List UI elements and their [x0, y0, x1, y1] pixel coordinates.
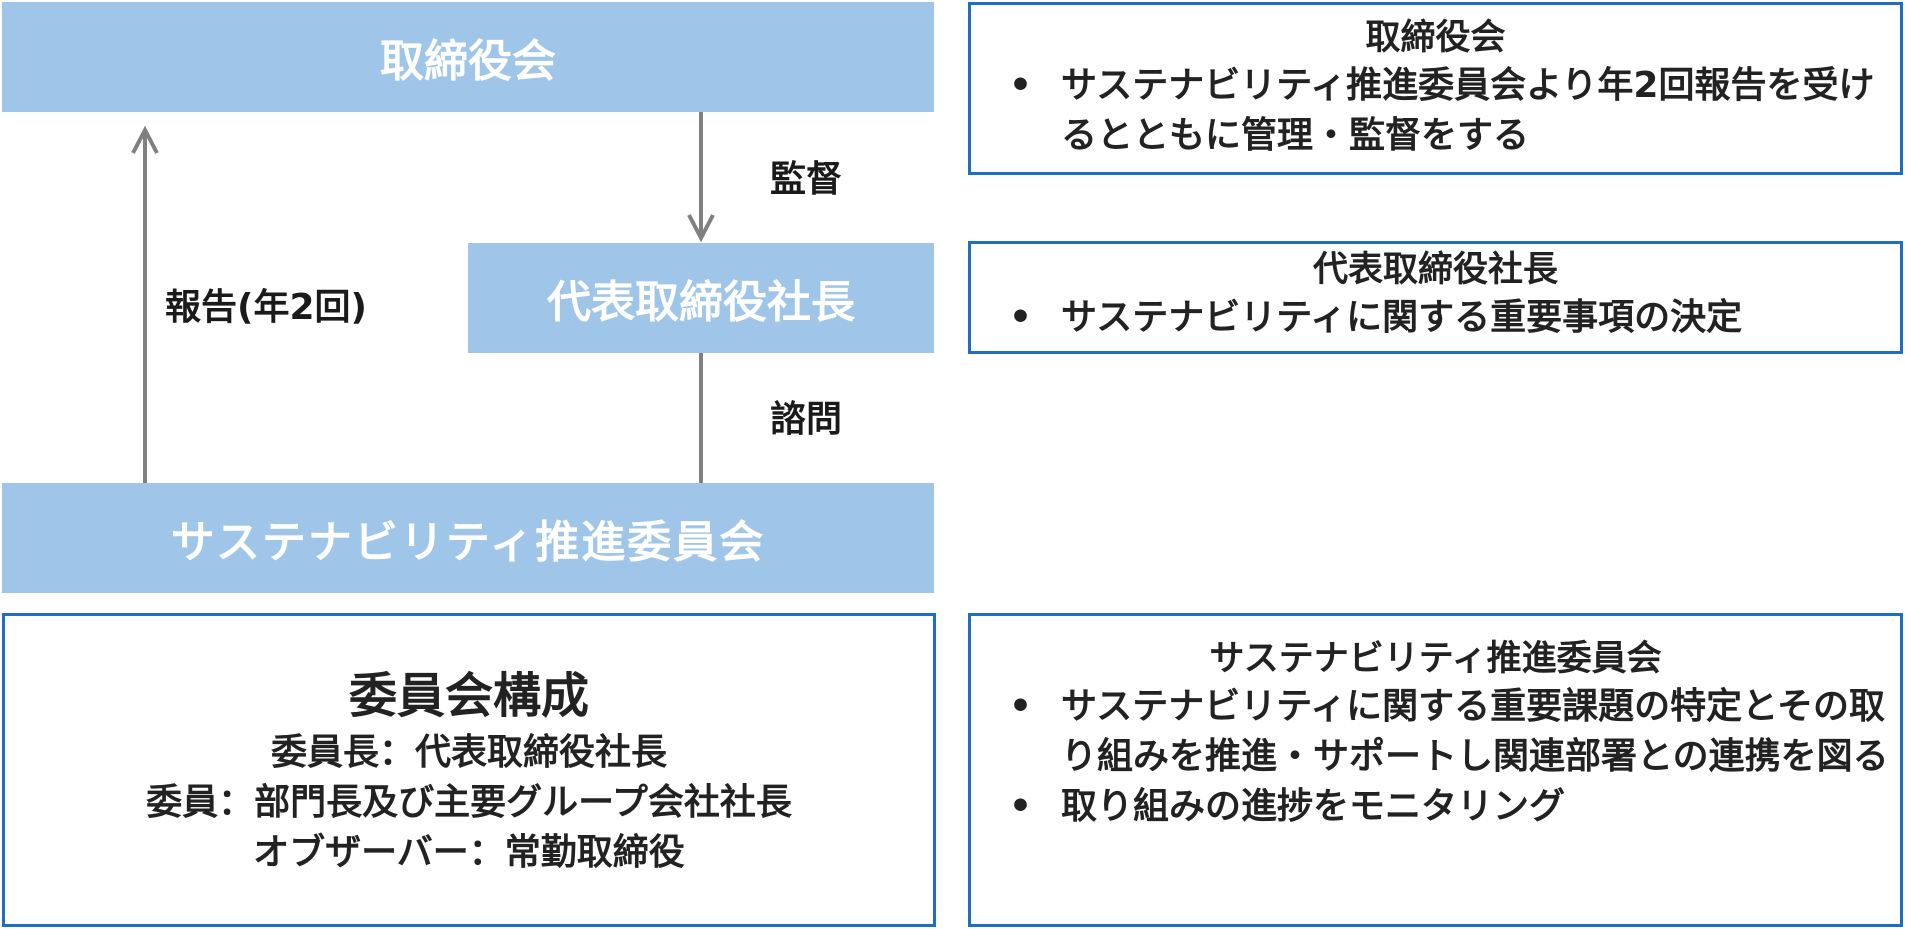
ceo-description-item: • サステナビリティに関する重要事項の決定 [981, 293, 1900, 343]
supervision-arrowhead [687, 214, 715, 243]
board-description-item: • サステナビリティ推進委員会より年2回報告を受けるとともに管理・監督をする [981, 61, 1900, 161]
bullet-icon: • [1009, 686, 1033, 727]
composition-title: 委員会構成 [348, 668, 589, 724]
board-description-item-text: サステナビリティ推進委員会より年2回報告を受けるとともに管理・監督をする [1061, 65, 1875, 156]
board-description-title: 取締役会 [1365, 18, 1506, 58]
board-description-list: • サステナビリティ推進委員会より年2回報告を受けるとともに管理・監督をする [971, 61, 1900, 161]
bullet-icon: • [1009, 297, 1033, 338]
supervision-label: 監督 [770, 159, 843, 200]
advisory-label: 諮問 [770, 399, 843, 440]
committee-description-list: • サステナビリティに関する重要課題の特定とその取り組みを推進・サポートし関連部署… [971, 682, 1900, 832]
committee-description-title: サステナビリティ推進委員会 [1209, 639, 1662, 679]
report-arrowhead [131, 125, 159, 154]
ceo-description-box: 代表取締役社長 • サステナビリティに関する重要事項の決定 [968, 241, 1903, 354]
ceo-node: 代表取締役社長 [468, 243, 934, 353]
composition-members: 委員：部門長及び主要グループ会社社長 [146, 782, 792, 823]
composition-observer: オブザーバー：常勤取締役 [253, 832, 685, 873]
committee-description-box: サステナビリティ推進委員会 • サステナビリティに関する重要課題の特定とその取り組… [968, 613, 1903, 927]
bullet-icon: • [1009, 786, 1033, 827]
committee-node: サステナビリティ推進委員会 [2, 483, 934, 593]
ceo-description-list: • サステナビリティに関する重要事項の決定 [971, 293, 1900, 343]
committee-node-label: サステナビリティ推進委員会 [170, 517, 766, 568]
committee-description-item: • サステナビリティに関する重要課題の特定とその取り組みを推進・サポートし関連部署… [981, 682, 1900, 782]
committee-description-item-text: 取り組みの進捗をモニタリング [1061, 786, 1566, 827]
board-node-label: 取締役会 [380, 36, 556, 87]
report-label: 報告(年2回) [165, 287, 367, 328]
board-node: 取締役会 [2, 2, 934, 112]
ceo-description-item-text: サステナビリティに関する重要事項の決定 [1061, 297, 1743, 338]
composition-chair: 委員長：代表取締役社長 [270, 732, 667, 773]
committee-description-item: • 取り組みの進捗をモニタリング [981, 782, 1900, 832]
ceo-description-title: 代表取締役社長 [1312, 250, 1558, 290]
committee-description-item-text: サステナビリティに関する重要課題の特定とその取り組みを推進・サポートし関連部署と… [1061, 686, 1889, 777]
ceo-node-label: 代表取締役社長 [547, 277, 855, 328]
board-description-box: 取締役会 • サステナビリティ推進委員会より年2回報告を受けるとともに管理・監督を… [968, 2, 1903, 175]
bullet-icon: • [1009, 65, 1033, 106]
composition-box: 委員会構成 委員長：代表取締役社長 委員：部門長及び主要グループ会社社長 オブザ… [2, 613, 936, 927]
